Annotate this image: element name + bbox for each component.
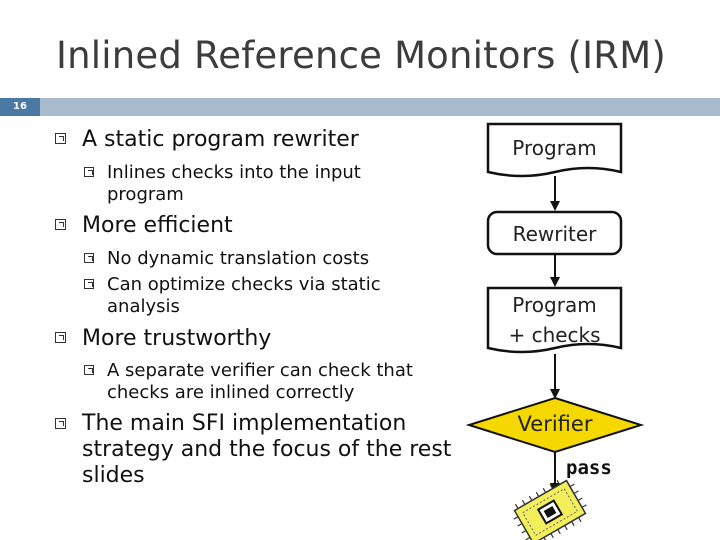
bullet-text: More efficient	[82, 213, 233, 238]
bullet-text: strategy and the focus of the rest	[82, 437, 452, 462]
bullet-text: slides	[82, 463, 145, 488]
hollow-square-bullet-icon	[84, 167, 94, 177]
hollow-square-bullet-icon	[55, 219, 66, 230]
bullet-text: A static program rewriter	[82, 127, 359, 152]
hollow-square-bullet-icon	[84, 279, 94, 289]
sub-bullet-text: A separate verifier can check that	[107, 360, 413, 381]
program-checks-label-line2: + checks	[508, 323, 601, 347]
program-node-label: Program	[512, 136, 597, 160]
slide-title: Inlined Reference Monitors (IRM)	[56, 34, 666, 77]
sub-bullet-text: Inlines checks into the input	[107, 162, 361, 183]
bullet-text: More trustworthy	[82, 326, 272, 351]
program-checks-label-line1: Program	[512, 293, 597, 317]
pass-label: pass	[566, 457, 612, 479]
sub-bullet-text: checks are inlined correctly	[107, 382, 355, 403]
sub-bullet-text: Can optimize checks via static	[107, 274, 381, 295]
hollow-square-bullet-icon	[55, 418, 66, 429]
microchip-icon	[513, 479, 587, 540]
verifier-node-label: Verifier	[517, 412, 593, 436]
hollow-square-bullet-icon	[55, 133, 66, 144]
bullet-text: The main SFI implementation	[82, 411, 407, 436]
slide-number: 16	[0, 98, 40, 116]
rewriter-node-label: Rewriter	[512, 222, 597, 246]
hollow-square-bullet-icon	[84, 365, 94, 375]
program-checks-node-shape	[486, 286, 623, 354]
hollow-square-bullet-icon	[84, 253, 94, 263]
hollow-square-bullet-icon	[55, 332, 66, 343]
slide-header-bar	[0, 98, 720, 116]
sub-bullet-text: program	[107, 184, 184, 205]
program-node-shape	[486, 122, 623, 178]
sub-bullet-text: analysis	[107, 296, 180, 317]
sub-bullet-text: No dynamic translation costs	[107, 248, 370, 269]
